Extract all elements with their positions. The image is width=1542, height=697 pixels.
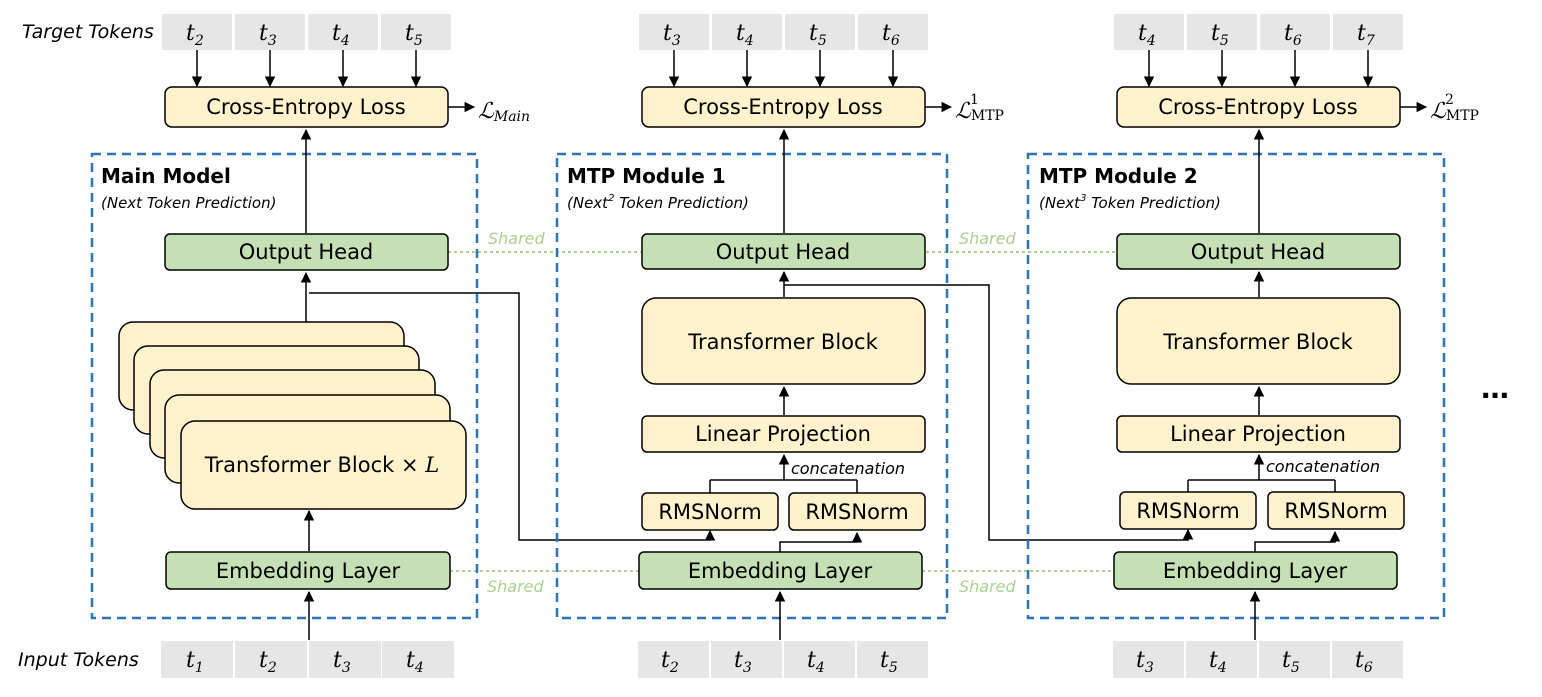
- main-output-head: [164, 233, 449, 271]
- mtp2-rmsnorm-right-label: RMSNorm: [1284, 499, 1387, 523]
- mtp2-input-tokens: t3 t4 t5 t6: [1113, 641, 1403, 678]
- mtp2-target-token-1: t4: [1138, 21, 1156, 49]
- mtp1-target-token-3: t5: [809, 21, 827, 49]
- mtp1-concat-label: concatenation: [791, 459, 905, 478]
- main-target-token-4: t5: [405, 21, 423, 49]
- shared-label-embedding-1: Shared: [487, 577, 545, 596]
- mtp1-input-token-4: t5: [880, 648, 898, 676]
- mtp2-target-tokens: t4 t5 t6 t7: [1114, 14, 1403, 50]
- mtp1-target-token-1: t3: [663, 21, 681, 49]
- mtp1-rmsnorm-right-label: RMSNorm: [805, 500, 908, 524]
- mtp2-target-token-3: t6: [1284, 21, 1302, 49]
- mtp1-column: t3 t4 t5 t6 Cross-Entropy Loss ℒMTP 1 MT…: [555, 14, 1004, 678]
- mtp2-input-token-3: t5: [1282, 648, 1300, 676]
- mtp1-input-tokens: t2 t3 t4 t5: [638, 641, 928, 678]
- mtp2-input-token-2: t4: [1209, 648, 1227, 676]
- mtp1-target-token-4: t6: [882, 21, 900, 49]
- continuation-ellipsis: …: [1481, 372, 1509, 405]
- main-input-token-1: t1: [186, 648, 204, 676]
- mtp2-transformer-label: Transformer Block: [1162, 330, 1353, 354]
- main-model-title: Main Model: [101, 164, 231, 188]
- mtp2-linear-label: Linear Projection: [1170, 422, 1346, 446]
- shared-label-output-1: Shared: [488, 229, 546, 248]
- mtp1-loss-symbol: ℒMTP: [955, 99, 1004, 124]
- mtp1-transformer-block: [641, 297, 926, 385]
- mtp1-border: [555, 152, 949, 620]
- target-tokens-label: Target Tokens: [22, 21, 154, 43]
- main-to-mtp1-connector: [309, 292, 716, 541]
- mtp2-rmsnorm-left-label: RMSNorm: [1136, 499, 1239, 523]
- mtp1-rmsnorm-left-label: RMSNorm: [658, 500, 761, 524]
- mtp1-embedding-label: Embedding Layer: [688, 559, 873, 583]
- mtp2-column: t4 t5 t6 t7 Cross-Entropy Loss ℒMTP 2 MT…: [1026, 14, 1479, 678]
- main-output-head-label: Output Head: [239, 240, 374, 264]
- mtp1-input-token-3: t4: [807, 648, 825, 676]
- main-input-token-2: t2: [259, 648, 277, 676]
- mtp2-title: MTP Module 2: [1039, 164, 1198, 188]
- mtp1-to-mtp2-connector: [784, 284, 1194, 541]
- main-model-border: [90, 152, 479, 620]
- main-transformer-label: Transformer Block × L: [204, 453, 439, 477]
- input-tokens-label: Input Tokens: [18, 649, 139, 671]
- mtp2-output-head: [1116, 233, 1401, 270]
- main-loss-label: Cross-Entropy Loss: [206, 95, 405, 119]
- shared-label-output-2: Shared: [959, 229, 1017, 248]
- main-target-tokens: t2 t3 t4 t5: [162, 14, 451, 50]
- mtp1-rmsnorm-right: [788, 492, 926, 531]
- mtp1-embedding-layer: [638, 551, 923, 590]
- mtp1-linear-projection: [641, 415, 926, 453]
- main-target-token-3: t4: [332, 21, 350, 49]
- mtp1-output-head: [641, 233, 926, 270]
- mtp2-border: [1026, 152, 1446, 620]
- main-input-token-4: t4: [406, 648, 424, 676]
- mtp2-loss-superscript: 2: [1445, 92, 1454, 108]
- mtp2-subtitle: (Next3 Token Prediction): [1039, 193, 1221, 212]
- mtp1-rmsnorm-left: [641, 492, 779, 531]
- mtp2-rmsnorm-right: [1267, 491, 1405, 530]
- mtp2-target-token-2: t5: [1211, 21, 1229, 49]
- main-input-tokens: t1 t2 t3 t4: [161, 641, 454, 678]
- mtp1-title: MTP Module 1: [567, 164, 726, 188]
- mtp1-input-token-2: t3: [734, 648, 752, 676]
- main-input-token-3: t3: [333, 648, 351, 676]
- mtp1-loss-superscript: 1: [970, 92, 979, 108]
- main-target-token-1: t2: [186, 21, 204, 49]
- mtp1-subtitle: (Next2 Token Prediction): [567, 193, 749, 212]
- mtp2-loss-label: Cross-Entropy Loss: [1158, 95, 1357, 119]
- main-embedding-label: Embedding Layer: [216, 559, 401, 583]
- main-model-subtitle: (Next Token Prediction): [101, 194, 276, 212]
- mtp1-transformer-label: Transformer Block: [687, 330, 878, 354]
- mtp2-target-token-4: t7: [1357, 21, 1375, 49]
- shared-label-embedding-2: Shared: [959, 577, 1017, 596]
- shared-connectors: [448, 251, 1117, 572]
- mtp2-concat-label: concatenation: [1266, 457, 1380, 476]
- mtp2-rmsnorm-left: [1119, 491, 1257, 530]
- mtp2-embedding-label: Embedding Layer: [1163, 559, 1348, 583]
- mtp2-transformer-block: [1116, 297, 1401, 385]
- mtp2-loss-symbol: ℒMTP: [1430, 99, 1479, 124]
- mtp1-output-head-label: Output Head: [716, 240, 851, 264]
- main-model-column: t2 t3 t4 t5 Cross-Entropy Loss ℒMain Mai…: [90, 14, 530, 678]
- mtp1-loss-label: Cross-Entropy Loss: [683, 95, 882, 119]
- main-embedding-layer: [165, 551, 451, 590]
- mtp1-target-token-2: t4: [736, 21, 754, 49]
- main-loss-symbol: ℒMain: [478, 99, 530, 125]
- mtp2-output-head-label: Output Head: [1191, 240, 1326, 264]
- mtp2-input-token-1: t3: [1136, 648, 1154, 676]
- main-target-token-2: t3: [259, 21, 277, 49]
- mtp1-linear-label: Linear Projection: [695, 422, 871, 446]
- main-transformer-stack: [118, 321, 467, 510]
- mtp2-input-token-4: t6: [1355, 648, 1373, 676]
- mtp2-linear-projection: [1116, 415, 1401, 453]
- mtp2-embedding-layer: [1113, 551, 1398, 590]
- mtp1-target-tokens: t3 t4 t5 t6: [639, 14, 928, 50]
- mtp1-input-token-1: t2: [661, 648, 679, 676]
